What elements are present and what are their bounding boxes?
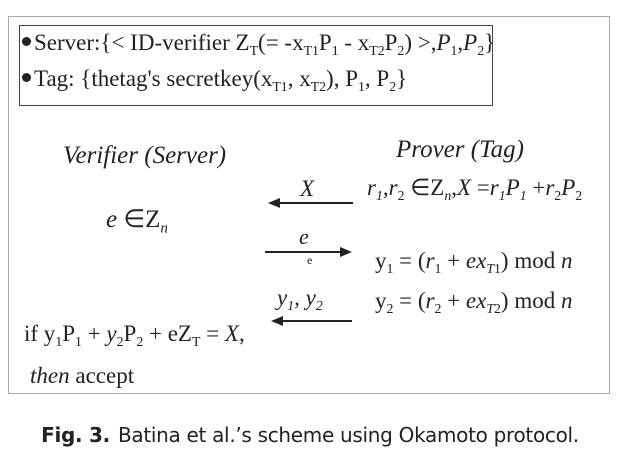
tag-keys-line: Tag: {thetag's secretkey(xT1, xT2), P1, … [22, 66, 408, 94]
arrow-right-icon [265, 247, 352, 257]
server-label: Server: [34, 30, 101, 55]
verifier-check: if y1P1 + y2P2 + eZT = X, [24, 321, 245, 349]
bullet-icon [22, 37, 31, 47]
key-setup-box [19, 25, 493, 106]
tag-label: Tag: [34, 66, 75, 91]
accept-keyword: accept [75, 363, 135, 388]
bullet-icon [22, 73, 31, 83]
message-e-sublabel: e [307, 253, 313, 267]
tag-content: {thetag's secretkey(xT1, xT2), P1, P2} [80, 66, 408, 94]
prover-response-2: y2 = (r2 + exT2) mod n [375, 288, 573, 316]
caption-text: Batina et al.’s scheme using Okamoto pro… [117, 423, 579, 447]
figure-caption: Fig. 3. Batina et al.’s scheme using Okam… [0, 423, 620, 447]
message-e-label: e [299, 224, 309, 249]
server-keys-line: Server:{< ID-verifier ZT(= -xT1P1 - xT2P… [22, 30, 496, 58]
verifier-challenge: e ∈Zn [106, 206, 168, 237]
then-keyword: then [30, 363, 70, 388]
message-x-label: X [300, 176, 315, 201]
arrow-left-icon [268, 198, 353, 208]
verifier-accept: then accept [30, 364, 134, 387]
server-content: {< ID-verifier ZT(= -xT1P1 - xT2P2) >,P1… [100, 30, 496, 58]
figure-number: Fig. 3. [41, 423, 110, 447]
prover-response-1: y1 = (r1 + exT1) mod n [375, 248, 573, 276]
prover-commit: r1,r2 ∈Zn,X =r1P1 +r2P2 [367, 175, 583, 203]
prover-title: Prover (Tag) [396, 136, 525, 163]
verifier-title: Verifier (Server) [63, 142, 227, 169]
figure-frame [8, 16, 610, 394]
arrow-left-icon [271, 316, 352, 326]
message-y-label: y1, y2 [277, 285, 323, 313]
